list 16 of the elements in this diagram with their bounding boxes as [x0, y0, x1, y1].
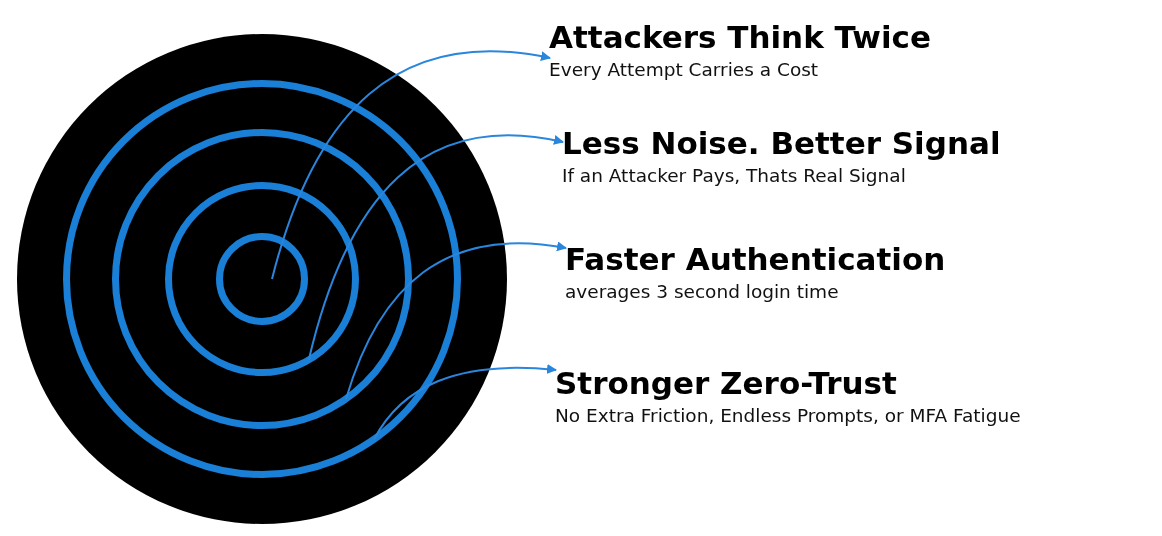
heading: Less Noise. Better Signal — [562, 124, 1001, 162]
target-ring — [165, 182, 359, 376]
arrow — [307, 134, 564, 361]
heading: Stronger Zero-Trust — [555, 364, 898, 402]
target-ring — [63, 80, 461, 478]
target-ring — [112, 129, 412, 429]
subheading: averages 3 second login time — [565, 280, 840, 304]
heading: Faster Authentication — [565, 240, 946, 278]
arrow — [345, 241, 567, 400]
arrow — [373, 364, 557, 441]
subheading: No Extra Friction, Endless Prompts, or MFA Fatigue — [555, 404, 1021, 428]
target-ring — [216, 233, 308, 325]
subheading: If an Attacker Pays, Thats Real Signal — [562, 164, 907, 188]
heading: Attackers Think Twice — [549, 18, 931, 56]
subheading: Every Attempt Carries a Cost — [549, 58, 820, 82]
arrow — [271, 50, 551, 280]
